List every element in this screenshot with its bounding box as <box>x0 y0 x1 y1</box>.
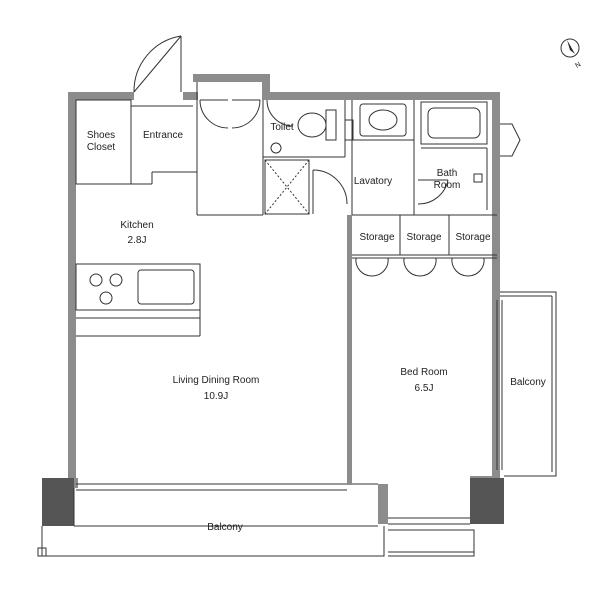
interior-lines <box>37 82 557 557</box>
bed-room-size: 6.5J <box>414 383 434 394</box>
bath-room-label-line1: Bath <box>436 168 458 179</box>
kitchen-size: 2.8J <box>127 235 147 246</box>
lavatory-counter <box>359 103 407 137</box>
entrance-label: Entrance <box>142 130 184 141</box>
bath-room-label: Bath Room <box>434 168 461 192</box>
compass-icon <box>560 38 580 58</box>
toilet-bowl <box>297 112 327 138</box>
kitchen-name: Kitchen <box>120 220 154 231</box>
exterior-walls <box>68 74 500 524</box>
bed-room-label: Bed Room 6.5J <box>400 367 447 395</box>
balcony-south-label: Balcony <box>207 522 243 533</box>
living-dining-label: Living Dining Room 10.9J <box>173 375 260 403</box>
storage-1-label: Storage <box>359 232 395 243</box>
shoes-closet-label-line2: Closet <box>86 142 116 153</box>
fixtures <box>89 103 483 305</box>
bed-room-name: Bed Room <box>400 367 448 378</box>
storage-2-label: Storage <box>406 232 442 243</box>
toilet-sink <box>270 142 282 154</box>
shoes-closet-label: Shoes Closet <box>87 130 115 154</box>
toilet-label: Toilet <box>270 122 294 133</box>
burner-icon <box>109 273 123 287</box>
lavatory-basin <box>368 109 398 131</box>
burner-icon <box>89 273 103 287</box>
burner-icon <box>99 291 113 305</box>
door-swings <box>133 35 521 277</box>
kitchen-label: Kitchen 2.8J <box>120 220 153 247</box>
storage-3-label: Storage <box>455 232 491 243</box>
balcony-east-label: Balcony <box>510 377 546 388</box>
living-dining-name: Living Dining Room <box>172 375 260 386</box>
bath-room-label-line2: Room <box>433 180 461 191</box>
columns <box>42 478 504 526</box>
shoes-closet-label-line1: Shoes <box>86 130 116 141</box>
toilet-tank <box>325 109 337 141</box>
living-dining-size: 10.9J <box>203 391 229 402</box>
lavatory-label: Lavatory <box>353 176 393 187</box>
